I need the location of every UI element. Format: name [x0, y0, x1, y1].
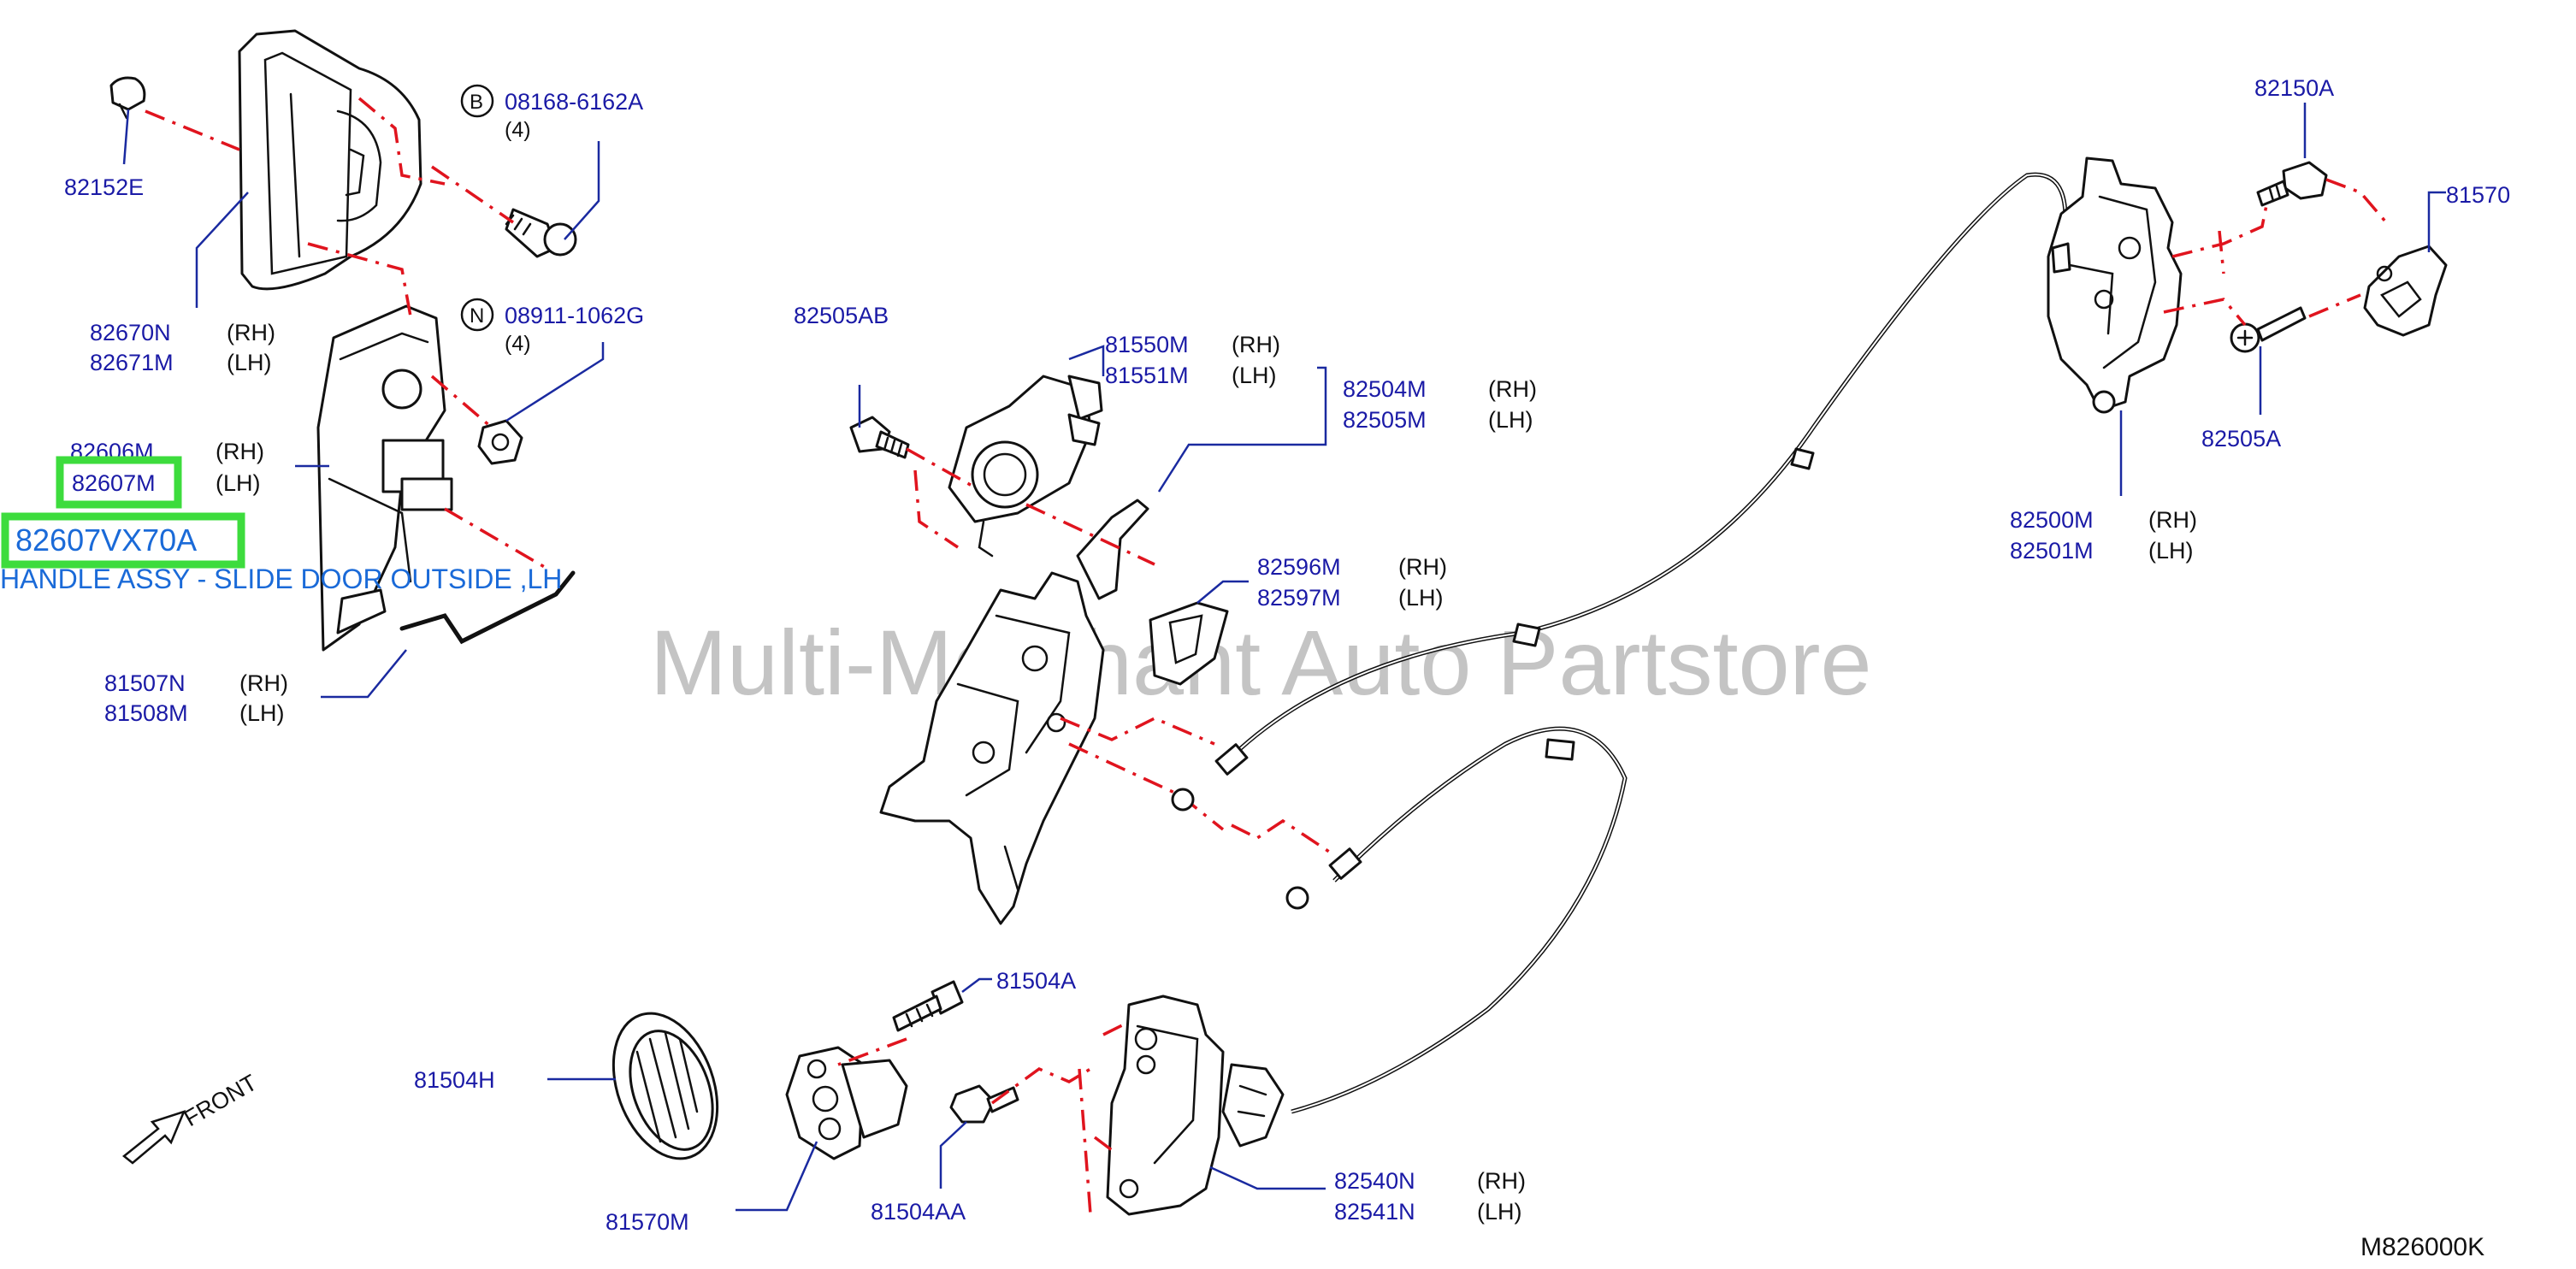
- svg-text:N: N: [470, 304, 484, 328]
- side-rh: (RH): [2148, 507, 2197, 533]
- side-rh: (RH): [1477, 1168, 1526, 1194]
- actuator-81550m: [948, 375, 1103, 558]
- screw-82152e: [109, 76, 146, 120]
- bolt-82150a: [2256, 161, 2328, 207]
- callout-82150a[interactable]: 82150A: [2254, 75, 2334, 101]
- grommet-81504h: [612, 1012, 719, 1160]
- bolt-symbol: B: [460, 84, 494, 118]
- outside-handle-escutcheon: [238, 29, 422, 291]
- callout-82671m[interactable]: 82671M: [90, 350, 174, 375]
- callout-81570[interactable]: 81570: [2446, 182, 2510, 208]
- selected-part-number[interactable]: 82607VX70A: [15, 522, 197, 558]
- callout-82505a[interactable]: 82505A: [2201, 426, 2281, 452]
- callout-81504a[interactable]: 81504A: [996, 968, 1076, 994]
- side-lh: (LH): [1398, 585, 1444, 611]
- side-lh: (LH): [1488, 407, 1533, 433]
- handle-rod: [399, 570, 576, 645]
- callout-82597m[interactable]: 82597M: [1257, 585, 1341, 611]
- nut-08911-1062g: [477, 419, 523, 465]
- lock-body-bracket: [879, 499, 1149, 925]
- qty-bolt: (4): [505, 118, 531, 142]
- hinge-81570m: [785, 1046, 908, 1160]
- handle-bracket: [316, 304, 453, 652]
- side-rh: (RH): [1488, 376, 1537, 402]
- callout-82596m[interactable]: 82596M: [1257, 554, 1341, 580]
- side-lh: (LH): [2148, 538, 2194, 564]
- side-rh: (RH): [227, 320, 275, 345]
- side-lh: (LH): [227, 350, 272, 375]
- bolt-81504aa: [949, 1084, 1019, 1124]
- rear-lock-82500m: [2047, 156, 2183, 414]
- callout-82670n[interactable]: 82670N: [90, 320, 171, 345]
- side-rh: (RH): [239, 670, 288, 696]
- side-lh: (LH): [216, 470, 261, 496]
- callout-82501m[interactable]: 82501M: [2010, 538, 2094, 564]
- callout-82500m[interactable]: 82500M: [2010, 507, 2094, 533]
- cable-lower: [1285, 726, 1628, 1114]
- qty-nut: (4): [505, 332, 531, 356]
- callout-82541n[interactable]: 82541N: [1334, 1199, 1415, 1225]
- watermark: Multi-Merchant Auto Partstore: [650, 611, 1872, 714]
- highlight-82607m: [56, 456, 182, 509]
- callout-08168-6162a[interactable]: 08168-6162A: [505, 89, 643, 115]
- cable-front-to-rear: [1171, 172, 2068, 812]
- side-rh: (RH): [1232, 332, 1280, 357]
- nut-symbol: N: [460, 298, 494, 332]
- side-lh: (LH): [1232, 363, 1277, 388]
- callout-82505m[interactable]: 82505M: [1343, 407, 1427, 433]
- bolt-82505ab: [849, 416, 910, 459]
- highlight-selected-part: [1, 512, 245, 569]
- striker-81570: [2363, 245, 2448, 337]
- callout-81507n[interactable]: 81507N: [104, 670, 186, 696]
- front-arrow-icon: [121, 1109, 186, 1165]
- callout-82607m[interactable]: 82607M: [72, 470, 156, 496]
- callout-81570m[interactable]: 81570M: [606, 1209, 689, 1235]
- callout-81504aa[interactable]: 81504AA: [871, 1199, 966, 1225]
- side-lh: (LH): [1477, 1199, 1522, 1225]
- bolt-08168-6162a: [505, 208, 577, 258]
- selected-part-description: HANDLE ASSY - SLIDE DOOR OUTSIDE ,LH: [0, 564, 562, 594]
- callout-82152e[interactable]: 82152E: [64, 174, 144, 200]
- side-lh: (LH): [239, 700, 285, 726]
- callout-82505ab[interactable]: 82505AB: [794, 303, 889, 328]
- callout-08911-1062g[interactable]: 08911-1062G: [505, 303, 644, 328]
- callout-81504h[interactable]: 81504H: [414, 1067, 495, 1093]
- screw-82505a: [2230, 306, 2307, 353]
- callout-82540n[interactable]: 82540N: [1334, 1168, 1415, 1194]
- screw-81504a: [892, 980, 964, 1032]
- side-rh: (RH): [216, 439, 264, 464]
- lower-lock-82540n: [1106, 995, 1285, 1216]
- callout-82504m[interactable]: 82504M: [1343, 376, 1427, 402]
- side-rh: (RH): [1398, 554, 1447, 580]
- diagram-code: M826000K: [2360, 1233, 2484, 1261]
- callout-81550m[interactable]: 81550M: [1105, 332, 1189, 357]
- svg-text:B: B: [470, 91, 483, 114]
- front-label: FRONT: [180, 1070, 262, 1131]
- callout-81508m[interactable]: 81508M: [104, 700, 188, 726]
- callout-81551m[interactable]: 81551M: [1105, 363, 1189, 388]
